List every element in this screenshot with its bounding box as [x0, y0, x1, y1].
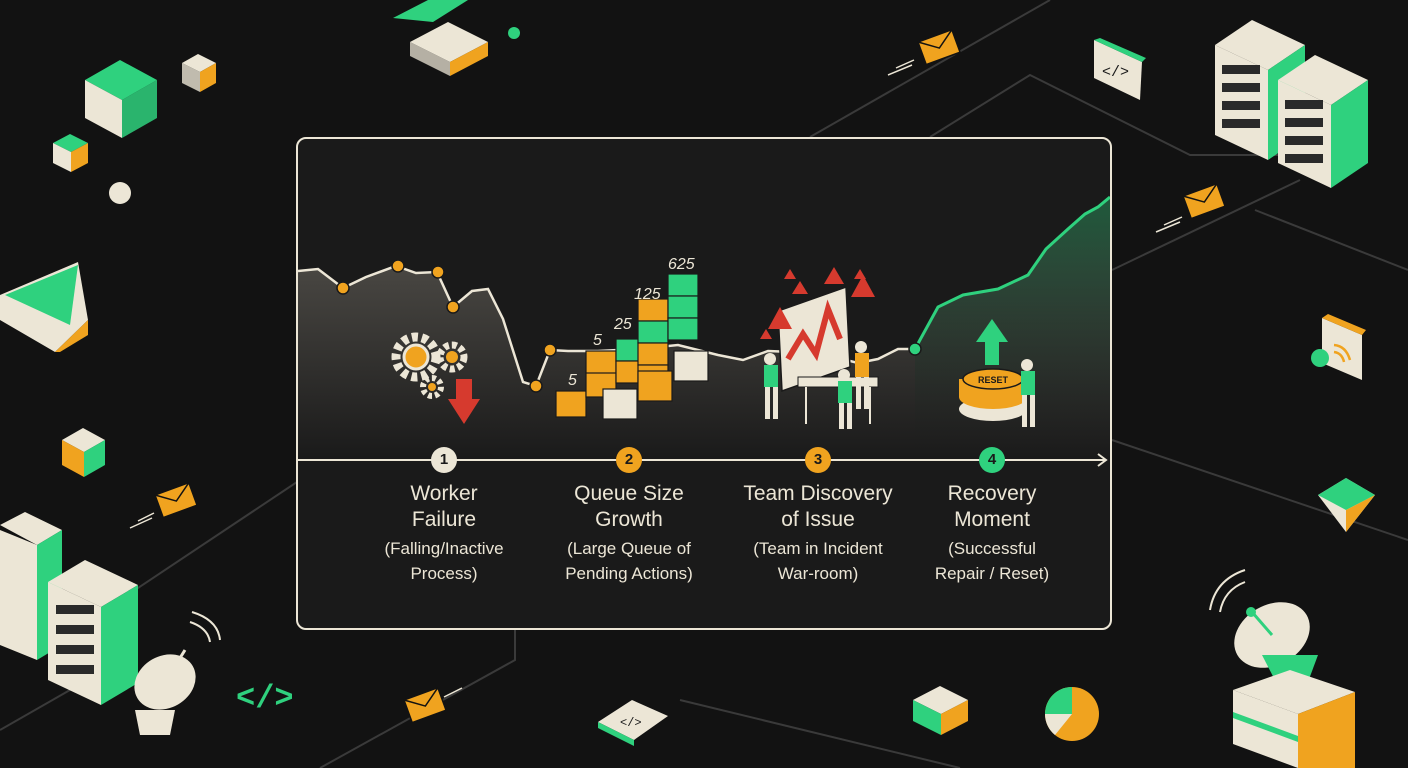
- up-arrow-icon: [976, 319, 1008, 365]
- dot: [508, 27, 520, 39]
- cube-icon: [393, 0, 488, 76]
- stage-subtitle-line: (Successful: [948, 539, 1036, 558]
- stage-team-discovery: Team Discovery of Issue (Team in Inciden…: [723, 481, 913, 585]
- code-icon: </>: [1094, 38, 1146, 100]
- reset-button-illustration: RESET: [959, 368, 1027, 421]
- stage-title-line: Team Discovery: [743, 482, 893, 505]
- pyramid-icon: [1318, 478, 1375, 532]
- recovery-line: [913, 195, 1110, 350]
- code-icon: </>: [598, 700, 668, 746]
- stage-worker-failure: Worker Failure (Falling/Inactive Process…: [349, 481, 539, 585]
- incident-board: [777, 285, 879, 424]
- stage-title-line: Moment: [954, 508, 1030, 531]
- satellite-dish-icon: [1209, 569, 1318, 690]
- code-icon: </>: [236, 680, 294, 717]
- envelope-icon: [1182, 182, 1226, 220]
- cube-icon: [53, 134, 88, 172]
- queue-label: 5: [568, 372, 577, 389]
- server-icon: [1278, 55, 1368, 188]
- stage-queue-size-growth: Queue Size Growth (Large Queue of Pendin…: [534, 481, 724, 585]
- envelope-icon: [403, 686, 447, 724]
- cube-icon: [85, 60, 157, 138]
- gear-icon: [391, 332, 468, 399]
- stage-subtitle-line: (Large Queue of: [567, 539, 691, 558]
- stage-subtitle-line: War-room): [777, 564, 859, 583]
- svg-text:</>: </>: [620, 716, 642, 730]
- motion-lines: [129, 59, 1183, 698]
- svg-text:</>: </>: [1102, 64, 1129, 81]
- team-members: [764, 341, 869, 429]
- dot: [109, 182, 131, 204]
- server-icon: [1233, 670, 1355, 768]
- timeline-illustration: 5 5 25 125 625: [298, 195, 1110, 467]
- envelope-icon: [154, 481, 198, 519]
- team-member: [1021, 359, 1035, 427]
- stage-subtitle-line: (Falling/Inactive: [384, 539, 504, 558]
- trend-area: [298, 197, 1110, 459]
- timeline-panel: 5 5 25 125 625: [296, 137, 1112, 630]
- queue-label: 125: [634, 286, 661, 303]
- pie-chart-icon: [1045, 687, 1099, 741]
- down-arrow-icon: [448, 379, 480, 424]
- step-number-4: 4: [979, 447, 1005, 473]
- envelope-icon: [917, 28, 961, 66]
- recovery-point: [908, 342, 922, 356]
- satellite-dish-icon: [134, 611, 221, 735]
- cube-icon: [913, 686, 968, 735]
- cube-icon: [62, 428, 105, 477]
- pyramid-icon: [0, 262, 88, 352]
- stage-subtitle-line: Pending Actions): [565, 564, 693, 583]
- step-number-3: 3: [805, 447, 831, 473]
- queue-label: 5: [593, 332, 602, 349]
- stage-recovery-moment: Recovery Moment (Successful Repair / Res…: [897, 481, 1087, 585]
- stage-subtitle-line: (Team in Incident: [753, 539, 883, 558]
- queue-stack: [555, 273, 709, 420]
- reset-label: RESET: [978, 375, 1009, 385]
- warning-icon: [760, 267, 875, 339]
- server-icon: [48, 560, 138, 705]
- trend-points: [336, 259, 557, 393]
- cube-icon: [182, 54, 216, 92]
- wifi-icon: [1311, 314, 1366, 380]
- stage-title-line: of Issue: [781, 508, 855, 531]
- queue-label: 625: [668, 256, 695, 273]
- stage-title-line: Failure: [411, 508, 477, 531]
- queue-label: 25: [613, 316, 632, 333]
- stage-title-line: Worker: [410, 482, 478, 505]
- stage-subtitle-line: Process): [410, 564, 478, 583]
- timeline-arrow: [1097, 453, 1108, 467]
- stage-title-line: Growth: [595, 508, 663, 531]
- stage-title-line: Queue Size: [574, 482, 684, 505]
- step-number-1: 1: [431, 447, 457, 473]
- svg-text:</>: </>: [236, 680, 294, 717]
- stage-title-line: Recovery: [947, 482, 1037, 505]
- step-number-2: 2: [616, 447, 642, 473]
- recovery-area: [915, 197, 1110, 459]
- stage-subtitle-line: Repair / Reset): [934, 564, 1050, 583]
